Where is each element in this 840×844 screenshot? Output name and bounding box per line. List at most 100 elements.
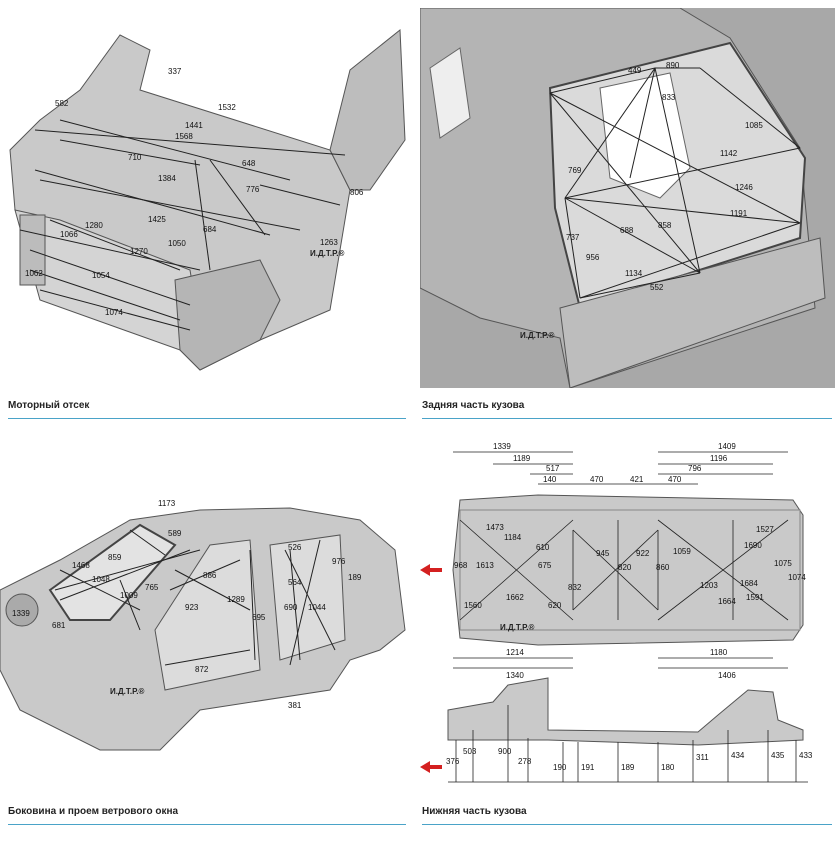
dim-label: 189 xyxy=(621,763,635,772)
dim-label: 684 xyxy=(203,225,217,234)
dim-label: 610 xyxy=(536,543,550,552)
dim-label: 890 xyxy=(666,61,680,70)
dim-label: 1203 xyxy=(700,581,718,590)
dim-label: 872 xyxy=(195,665,209,674)
dim-label: 1270 xyxy=(130,247,148,256)
dim-label: 1289 xyxy=(227,595,245,604)
dim-label: 1173 xyxy=(158,499,176,508)
dim-label: 1684 xyxy=(740,579,758,588)
dim-label: 923 xyxy=(185,603,199,612)
dim-label: 435 xyxy=(771,751,785,760)
logo-text: И.Д.Т.Р.® xyxy=(520,331,554,340)
dim-label: 1059 xyxy=(673,547,691,556)
dim-label: 1384 xyxy=(158,174,176,183)
dim-label: 968 xyxy=(454,561,468,570)
dim-label: 776 xyxy=(246,185,260,194)
dim-label: 449 xyxy=(628,66,642,75)
dim-label: 552 xyxy=(650,283,664,292)
dim-label: 191 xyxy=(581,763,595,772)
dim-label: 1527 xyxy=(756,525,774,534)
dim-label: 956 xyxy=(586,253,600,262)
dim-label: 710 xyxy=(128,153,142,162)
dim-label: 1050 xyxy=(168,239,186,248)
dim-label: 833 xyxy=(662,93,676,102)
dim-label: 1568 xyxy=(175,132,193,141)
dim-label: 1044 xyxy=(308,603,326,612)
dim-label: 337 xyxy=(168,67,182,76)
dim-label: 1134 xyxy=(625,269,643,278)
dim-label: 620 xyxy=(548,601,562,610)
dim-label: 886 xyxy=(203,571,217,580)
dim-label: 1074 xyxy=(105,308,123,317)
dim-label: 737 xyxy=(566,233,580,242)
dim-label: 796 xyxy=(688,464,702,473)
dim-label: 1425 xyxy=(148,215,166,224)
dim-label: 681 xyxy=(52,621,66,630)
engine-bay-diagram: 337 582 1532 1441 1568 710 648 1384 776 … xyxy=(0,20,410,390)
caption-underbody: Нижняя часть кузова xyxy=(422,806,527,817)
dim-label: 190 xyxy=(553,763,567,772)
dim-label: 526 xyxy=(288,543,302,552)
dim-label: 517 xyxy=(546,464,560,473)
dim-label: 1062 xyxy=(25,269,43,278)
dim-label: 1340 xyxy=(506,671,524,680)
dim-label: 433 xyxy=(799,751,813,760)
dim-label: 648 xyxy=(242,159,256,168)
dim-label: 858 xyxy=(658,221,672,230)
dim-label: 675 xyxy=(538,561,552,570)
dim-label: 1085 xyxy=(745,121,763,130)
dim-label: 1532 xyxy=(218,103,236,112)
rear-body-diagram: 449 890 833 1085 1142 769 1246 1191 737 … xyxy=(419,7,835,389)
dim-label: 1468 xyxy=(72,561,90,570)
dim-label: 1246 xyxy=(735,183,753,192)
dim-label: 470 xyxy=(668,475,682,484)
dim-label: 1054 xyxy=(92,271,110,280)
caption-rule xyxy=(422,418,832,419)
dim-label: 976 xyxy=(332,557,346,566)
dim-label: 1074 xyxy=(788,573,806,582)
dim-label: 1180 xyxy=(710,648,728,657)
underbody-diagram: 1339 1189 517 140 470 421 470 796 1196 1… xyxy=(418,440,838,785)
caption-engine-bay: Моторный отсек xyxy=(8,400,90,411)
dim-label: 470 xyxy=(590,475,604,484)
logo-text: И.Д.Т.Р.® xyxy=(500,623,534,632)
dim-label: 1560 xyxy=(464,601,482,610)
dim-label: 1662 xyxy=(506,593,524,602)
dim-label: 1214 xyxy=(506,648,524,657)
dim-label: 1664 xyxy=(718,597,736,606)
dim-label: 832 xyxy=(568,583,582,592)
dim-label: 376 xyxy=(446,757,460,766)
dim-label: 945 xyxy=(596,549,610,558)
dim-label: 1690 xyxy=(744,541,762,550)
dim-label: 769 xyxy=(568,166,582,175)
dim-label: 180 xyxy=(661,763,675,772)
caption-rule xyxy=(422,824,832,825)
dim-label: 690 xyxy=(284,603,298,612)
dim-label: 1406 xyxy=(718,671,736,680)
dim-label: 434 xyxy=(731,751,745,760)
logo-text: И.Д.Т.Р.® xyxy=(110,687,144,696)
dim-label: 421 xyxy=(630,475,644,484)
caption-rule xyxy=(8,824,406,825)
dim-label: 189 xyxy=(348,573,362,582)
dim-label: 922 xyxy=(636,549,650,558)
front-arrow-icon xyxy=(420,564,430,576)
caption-side-body: Боковина и проем ветрового окна xyxy=(8,806,179,817)
dim-label: 1339 xyxy=(493,442,511,451)
dim-label: 765 xyxy=(145,583,159,592)
dim-label: 1189 xyxy=(513,454,531,463)
dim-label: 582 xyxy=(55,99,69,108)
dim-label: 1263 xyxy=(320,238,338,247)
dim-label: 564 xyxy=(288,578,302,587)
dim-label: 311 xyxy=(696,753,709,762)
dim-label: 1048 xyxy=(92,575,110,584)
front-arrow-icon xyxy=(420,761,430,773)
dim-label: 278 xyxy=(518,757,532,766)
dim-label: 1196 xyxy=(710,454,728,463)
logo-text: И.Д.Т.Р.® xyxy=(310,249,344,258)
dim-label: 1339 xyxy=(12,609,30,618)
dim-label: 859 xyxy=(108,553,122,562)
dim-label: 1075 xyxy=(774,559,792,568)
dim-label: 695 xyxy=(252,613,266,622)
dim-label: 806 xyxy=(350,188,364,197)
